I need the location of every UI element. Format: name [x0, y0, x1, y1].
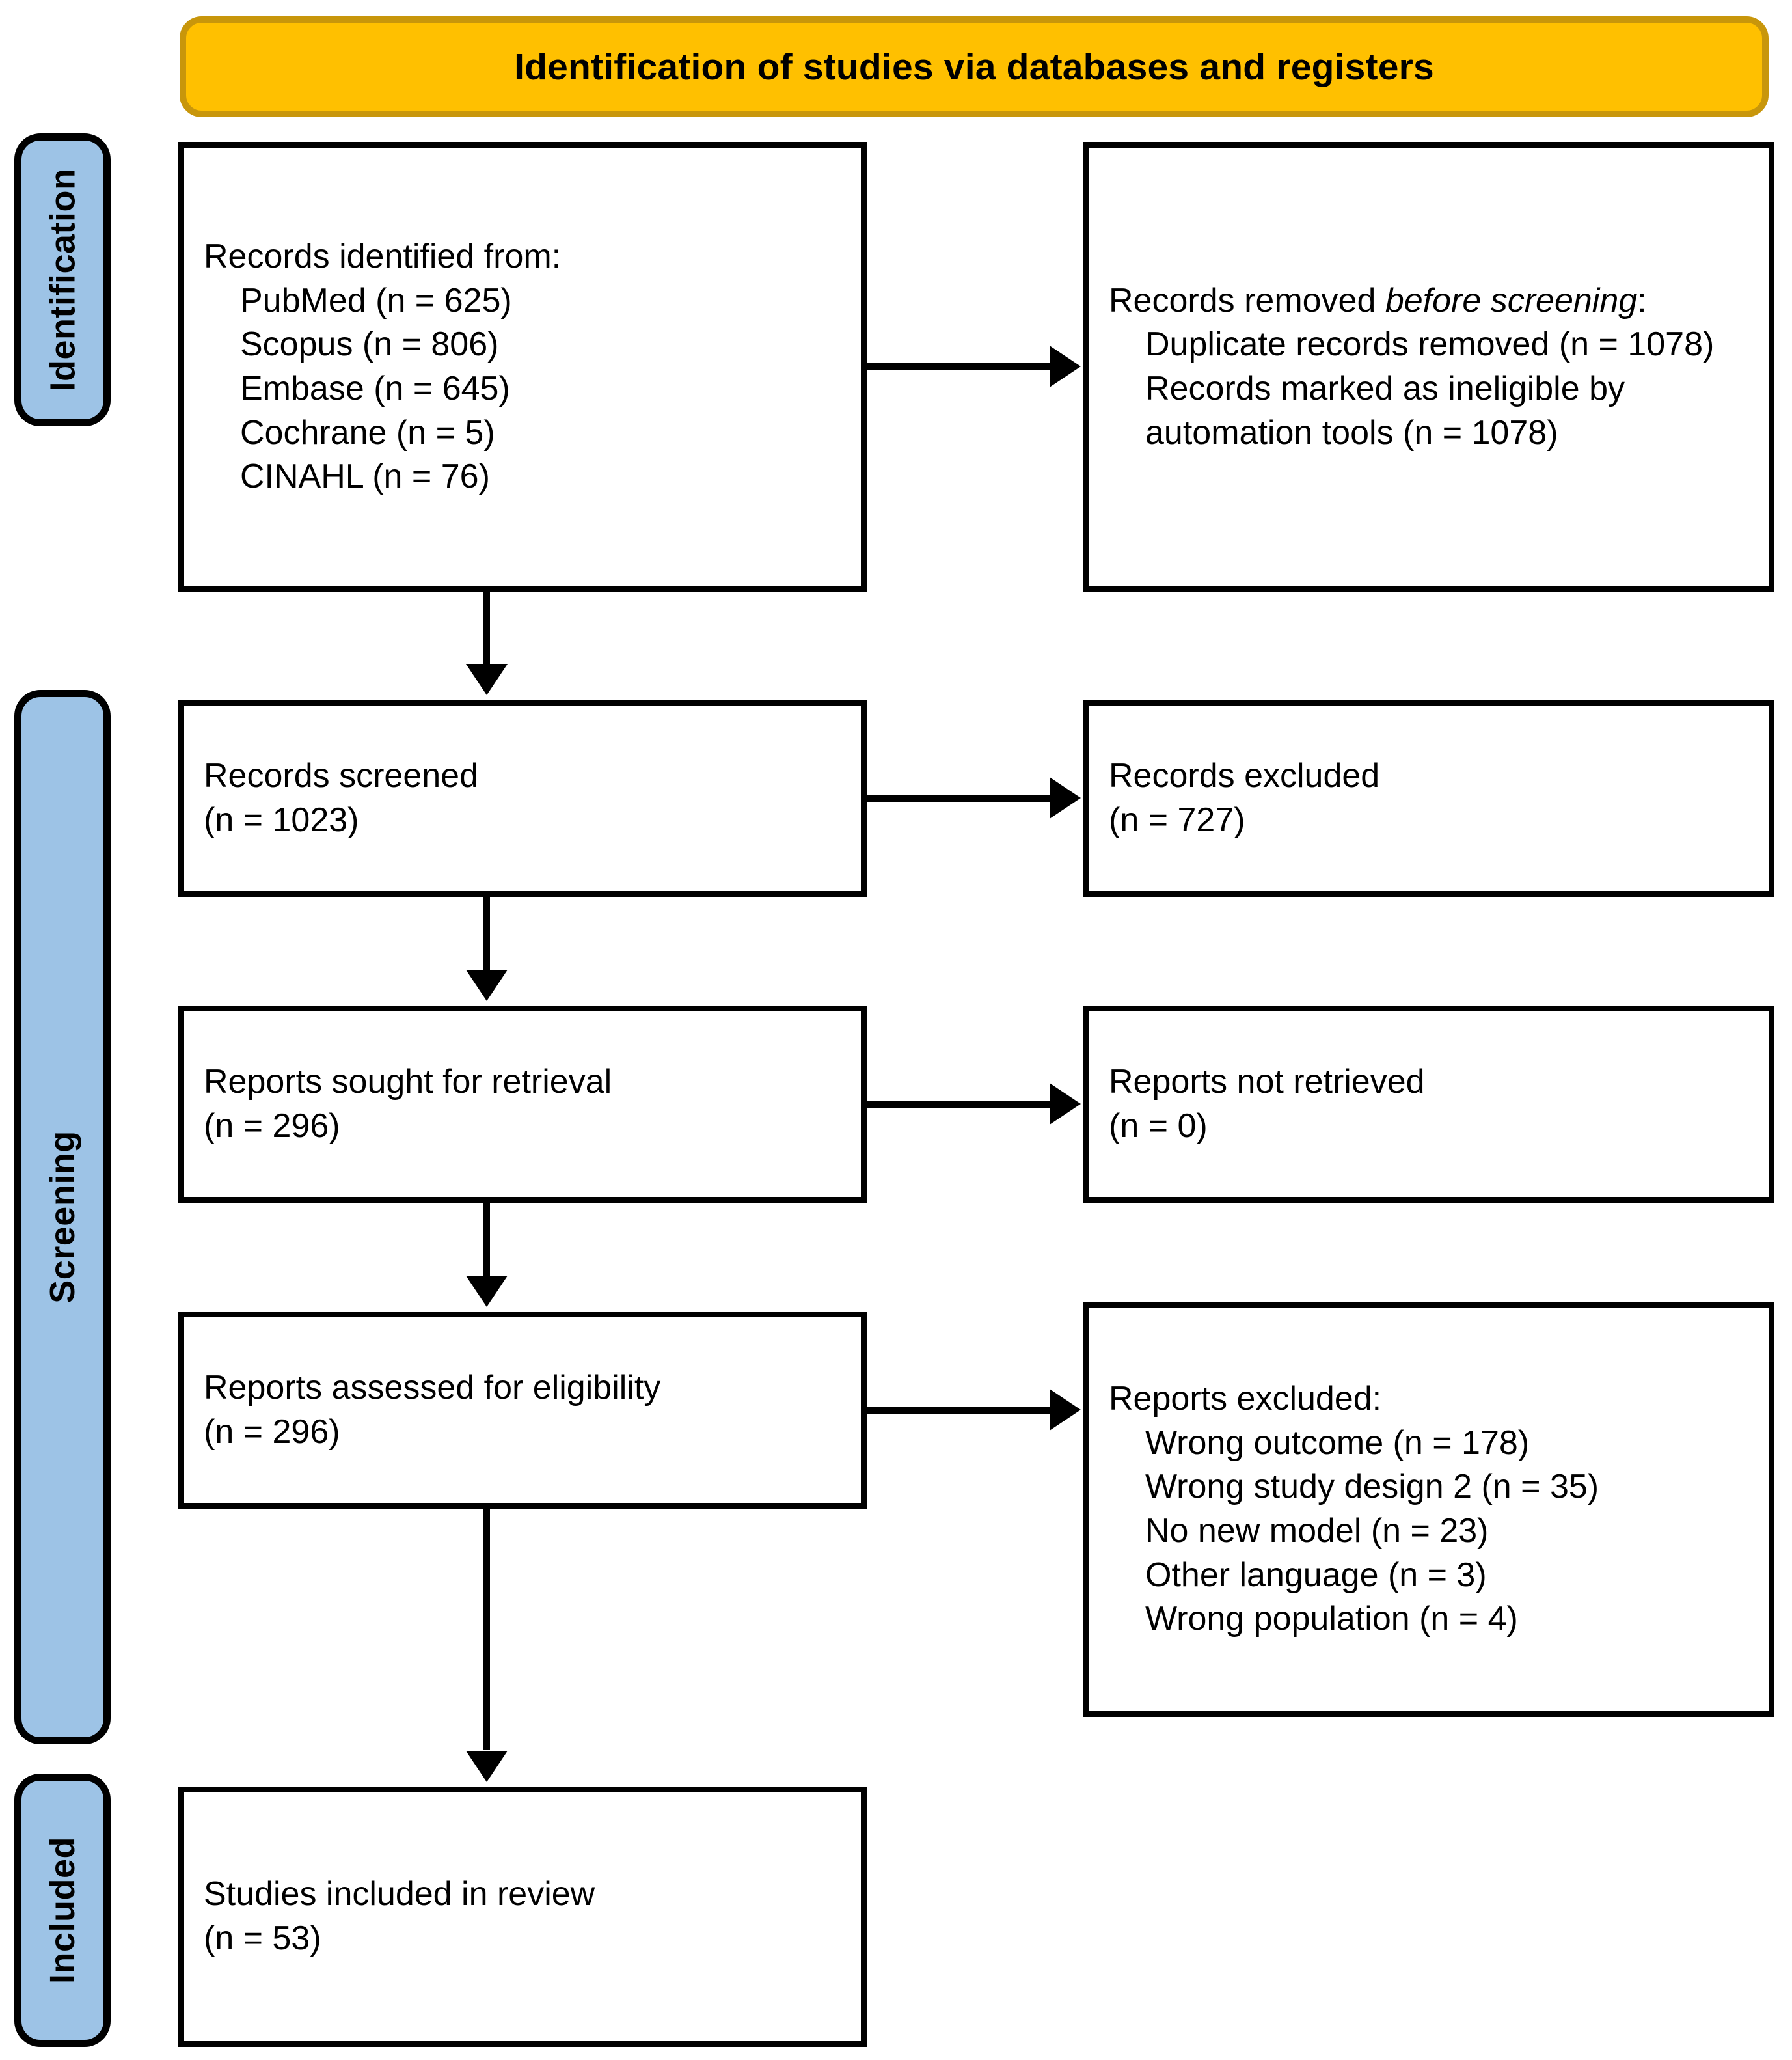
box-reports-excluded: Reports excluded: Wrong outcome (n = 178…: [1083, 1302, 1774, 1717]
records-identified-item-scopus: Scopus (n = 806): [240, 325, 499, 364]
box-reports-not-retrieved: Reports not retrieved (n = 0): [1083, 1006, 1774, 1203]
box-studies-included-text: Studies included in review (n = 53): [184, 1873, 861, 1960]
reports-assessed-label: Reports assessed for eligibility: [204, 1368, 661, 1407]
phase-label-identification-text: Identification: [43, 168, 82, 392]
connector-identified-to-removed-arrow: [1050, 346, 1081, 387]
records-removed-item-automation: Records marked as ineligible by automati…: [1145, 370, 1635, 452]
reports-excluded-heading: Reports excluded:: [1109, 1380, 1382, 1418]
records-identified-heading: Records identified from:: [204, 238, 562, 276]
box-records-identified: Records identified from: PubMed (n = 625…: [178, 142, 867, 592]
box-reports-sought-for-retrieval: Reports sought for retrieval (n = 296): [178, 1006, 867, 1203]
connector-eligibility-to-reportsexcluded-line: [867, 1407, 1052, 1414]
box-reports-not-retrieved-text: Reports not retrieved (n = 0): [1089, 1060, 1769, 1148]
connector-eligibility-to-reportsexcluded-arrow: [1050, 1389, 1081, 1431]
box-studies-included-in-review: Studies included in review (n = 53): [178, 1787, 867, 2047]
box-reports-sought-text: Reports sought for retrieval (n = 296): [184, 1060, 861, 1148]
phase-label-identification: Identification: [14, 133, 111, 426]
records-screened-label: Records screened: [204, 756, 478, 795]
box-records-screened: Records screened (n = 1023): [178, 700, 867, 897]
phase-label-included-text: Included: [43, 1836, 83, 1984]
records-removed-heading-italic: before screening: [1385, 281, 1638, 320]
reports-excluded-item-no-new-model: No new model (n = 23): [1145, 1512, 1489, 1550]
box-records-excluded-text: Records excluded (n = 727): [1089, 754, 1769, 842]
connector-screened-to-sought-arrow: [466, 970, 508, 1001]
box-records-identified-text: Records identified from: PubMed (n = 625…: [184, 235, 861, 499]
reports-excluded-item-wrong-population: Wrong population (n = 4): [1145, 1600, 1518, 1638]
records-identified-item-cochrane: Cochrane (n = 5): [240, 413, 495, 452]
studies-included-count: (n = 53): [204, 1919, 321, 1957]
reports-not-retrieved-count: (n = 0): [1109, 1106, 1208, 1145]
records-screened-count: (n = 1023): [204, 801, 359, 839]
connector-sought-to-eligibility-line: [483, 1203, 490, 1281]
reports-sought-label: Reports sought for retrieval: [204, 1062, 612, 1101]
box-reports-excluded-text: Reports excluded: Wrong outcome (n = 178…: [1089, 1377, 1769, 1641]
connector-screened-to-excluded-arrow: [1050, 777, 1081, 819]
stage-banner: Identification of studies via databases …: [180, 16, 1769, 117]
connector-sought-to-notretrieved-arrow: [1050, 1083, 1081, 1125]
records-identified-item-cinahl: CINAHL (n = 76): [240, 458, 490, 496]
studies-included-label: Studies included in review: [204, 1875, 595, 1914]
box-records-excluded: Records excluded (n = 727): [1083, 700, 1774, 897]
reports-excluded-item-other-language: Other language (n = 3): [1145, 1556, 1487, 1594]
connector-sought-to-notretrieved-line: [867, 1101, 1052, 1108]
records-identified-item-pubmed: PubMed (n = 625): [240, 281, 512, 320]
box-records-screened-text: Records screened (n = 1023): [184, 754, 861, 842]
phase-label-included: Included: [14, 1774, 111, 2047]
connector-eligibility-to-included-arrow: [466, 1751, 508, 1782]
reports-excluded-item-wrong-outcome: Wrong outcome (n = 178): [1145, 1423, 1530, 1462]
reports-sought-count: (n = 296): [204, 1106, 340, 1145]
reports-not-retrieved-label: Reports not retrieved: [1109, 1062, 1425, 1101]
connector-identified-to-screened-arrow: [466, 664, 508, 695]
records-removed-heading: Records removed before screening:: [1109, 279, 1749, 323]
box-records-removed-before-screening: Records removed before screening: Duplic…: [1083, 142, 1774, 592]
records-excluded-label: Records excluded: [1109, 756, 1380, 795]
records-removed-heading-prefix: Records removed: [1109, 281, 1385, 320]
phase-label-screening: Screening: [14, 690, 111, 1744]
connector-screened-to-sought-line: [483, 897, 490, 975]
connector-identified-to-screened-line: [483, 592, 490, 669]
connector-screened-to-excluded-line: [867, 795, 1052, 802]
records-removed-heading-suffix: :: [1637, 281, 1647, 320]
records-identified-item-embase: Embase (n = 645): [240, 370, 510, 407]
phase-label-screening-text: Screening: [43, 1131, 82, 1304]
reports-excluded-item-wrong-study-design: Wrong study design 2 (n = 35): [1145, 1468, 1599, 1506]
stage-banner-title: Identification of studies via databases …: [514, 46, 1434, 88]
connector-eligibility-to-included-line: [483, 1509, 490, 1750]
records-excluded-count: (n = 727): [1109, 801, 1245, 839]
reports-assessed-count: (n = 296): [204, 1412, 340, 1451]
records-removed-item-duplicates: Duplicate records removed (n = 1078): [1145, 325, 1715, 364]
box-records-removed-text: Records removed before screening: Duplic…: [1089, 279, 1769, 455]
connector-identified-to-removed-line: [867, 363, 1052, 370]
box-reports-assessed-for-eligibility: Reports assessed for eligibility (n = 29…: [178, 1312, 867, 1509]
box-reports-assessed-text: Reports assessed for eligibility (n = 29…: [184, 1366, 861, 1454]
connector-sought-to-eligibility-arrow: [466, 1276, 508, 1307]
